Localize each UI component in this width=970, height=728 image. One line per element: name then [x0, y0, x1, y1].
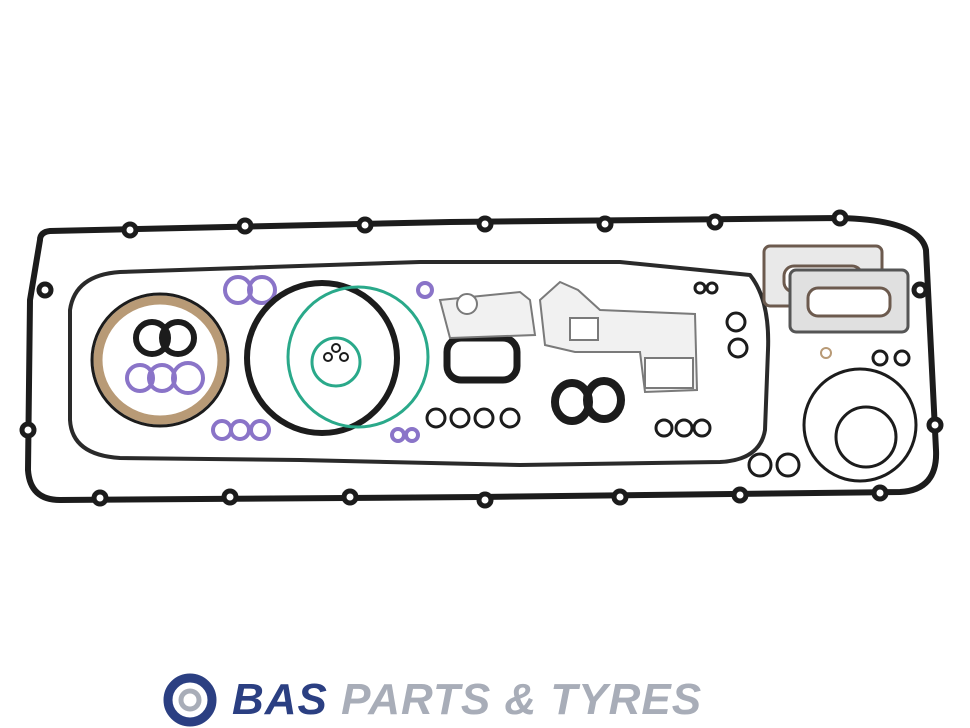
cover-ring — [802, 367, 918, 483]
outer-gasket-bolt-holes — [19, 209, 944, 509]
green-o-ring — [286, 285, 430, 429]
brand-watermark: BAS PARTS & TYRES — [160, 672, 820, 728]
purple-o-rings — [125, 275, 434, 443]
brand-secondary: PARTS & TYRES — [341, 675, 703, 724]
rect-seal — [443, 334, 521, 384]
shaft-seals — [551, 377, 625, 425]
large-o-ring — [244, 280, 400, 436]
crank-seal — [93, 295, 227, 425]
brand-text: BAS PARTS & TYRES — [232, 675, 702, 725]
brand-primary: BAS — [232, 675, 328, 724]
exhaust-gaskets — [762, 244, 910, 334]
outer-gasket — [25, 215, 940, 503]
inner-gasket — [68, 260, 771, 467]
metal-plate-gaskets — [438, 280, 699, 394]
brand-logo-icon — [163, 673, 217, 727]
